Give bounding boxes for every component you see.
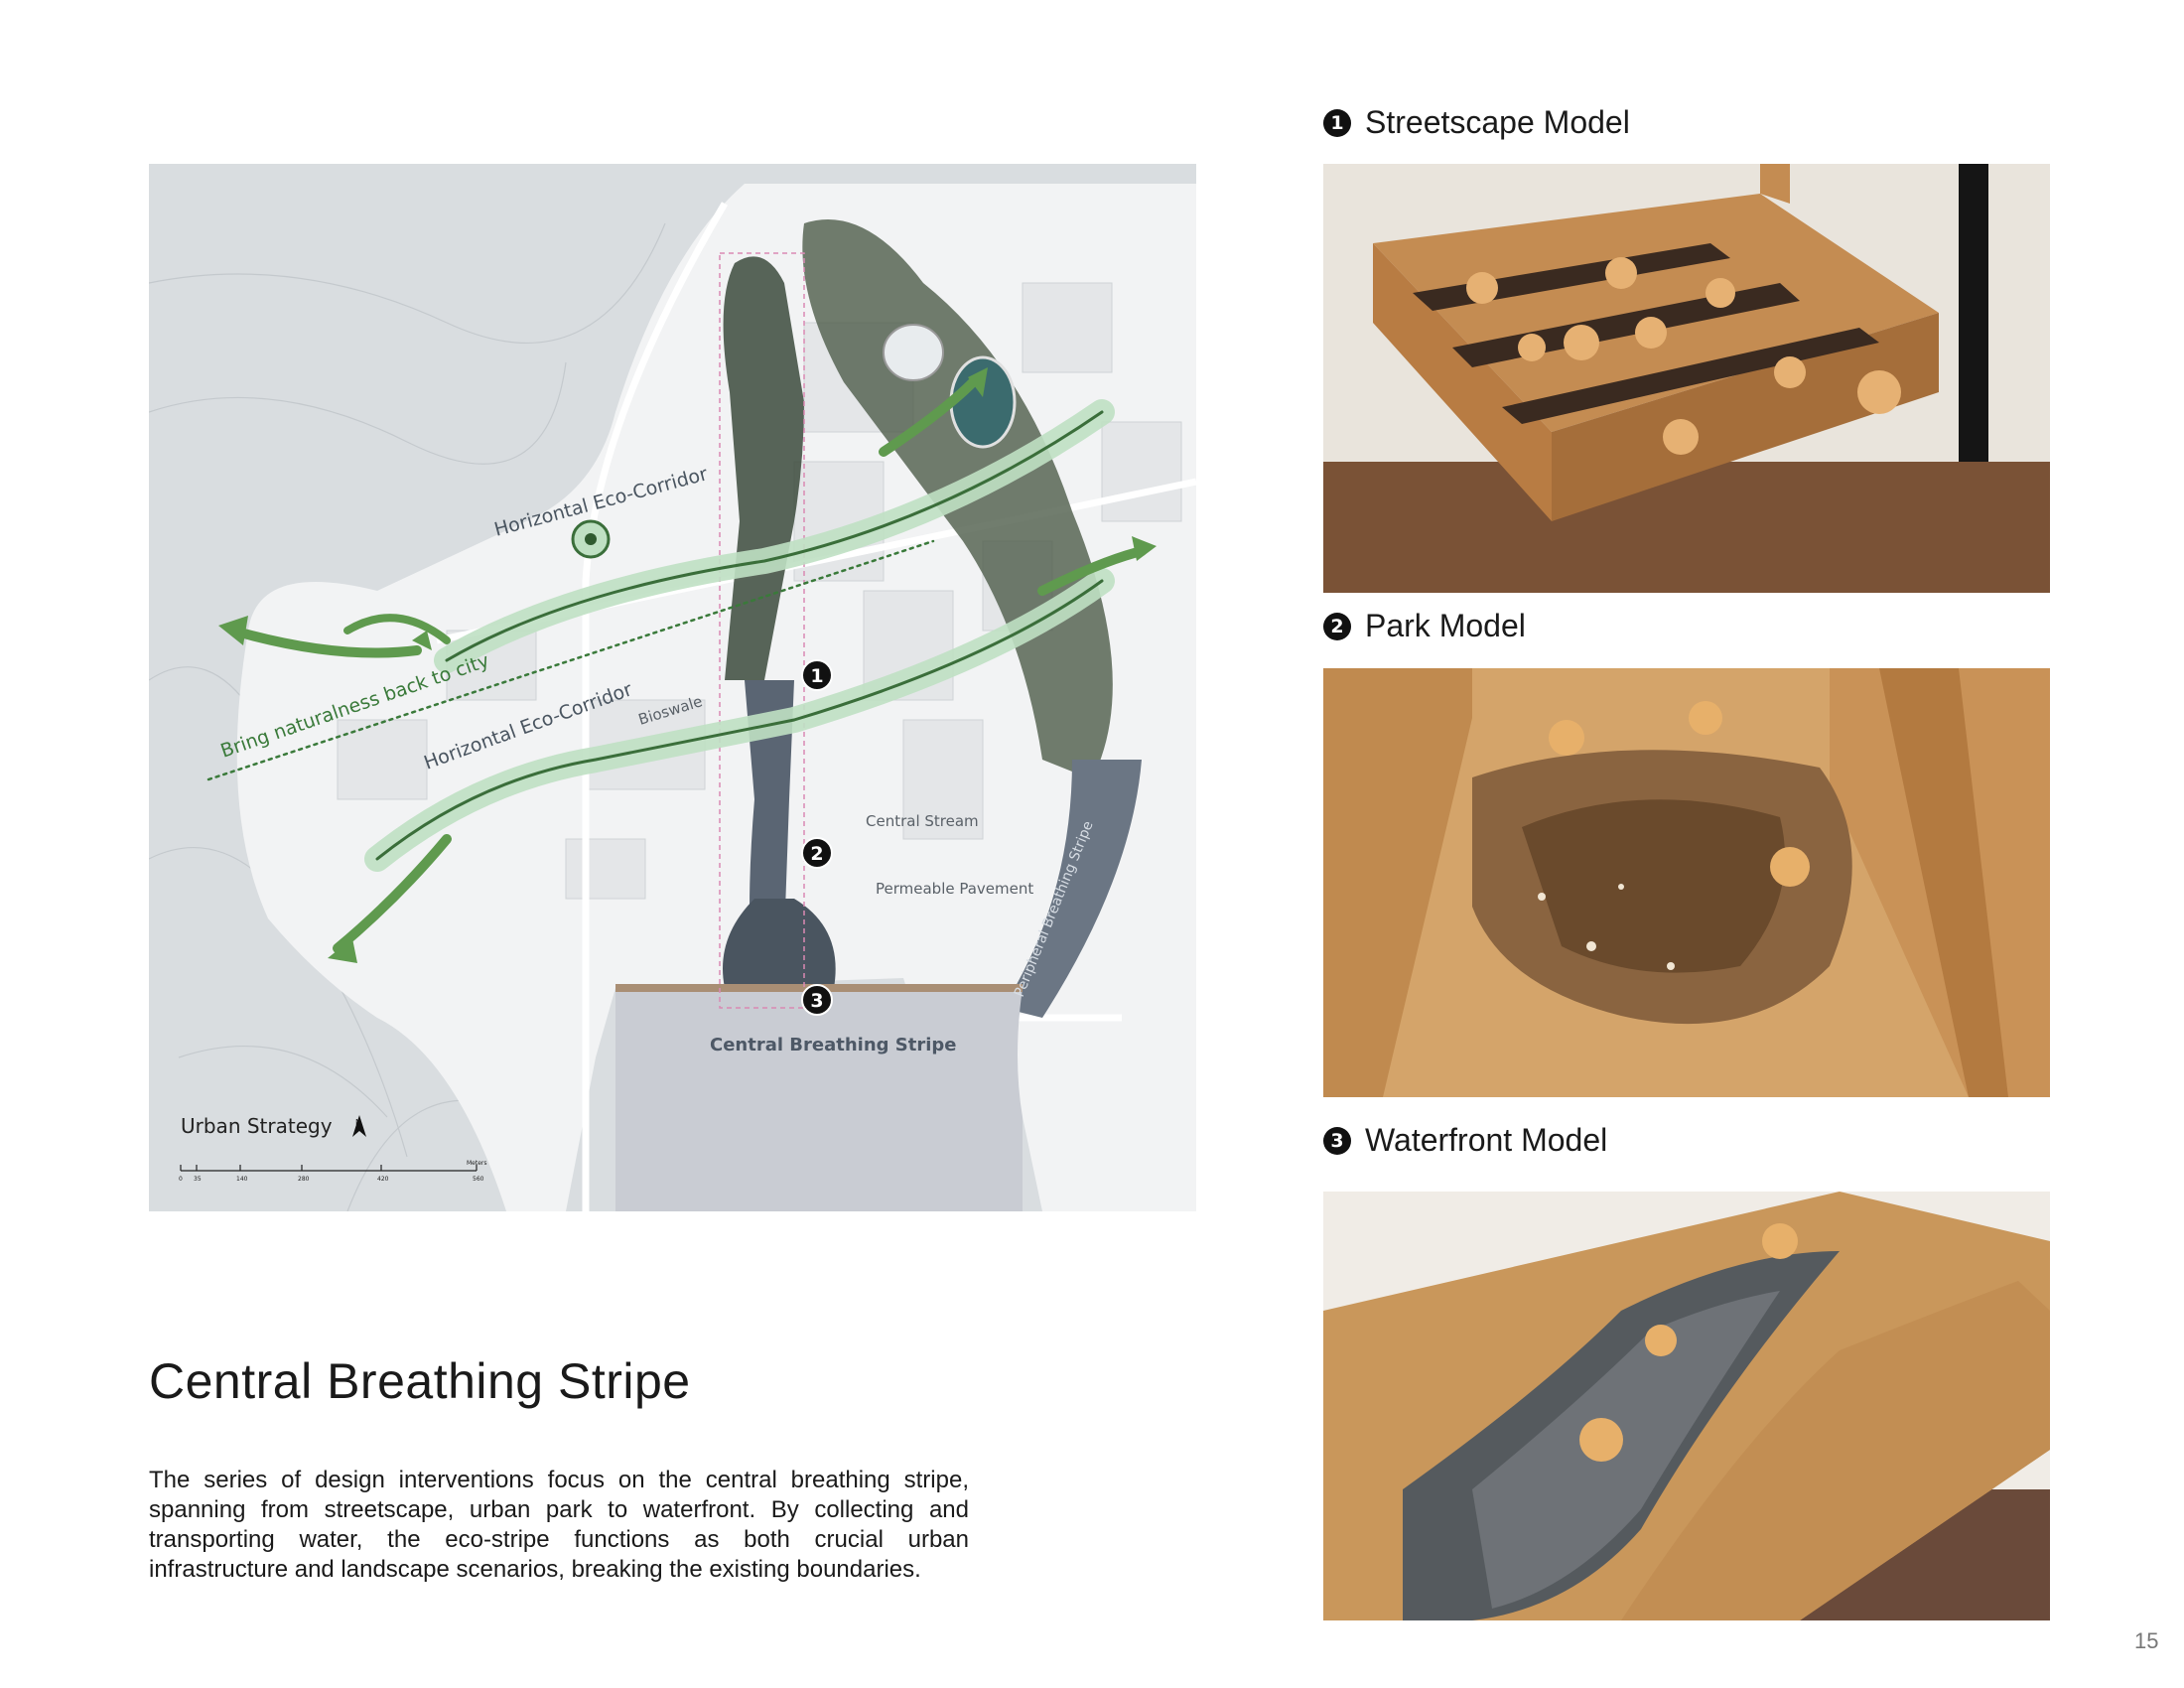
scale-tick-3: 280 bbox=[298, 1176, 310, 1183]
park-model-photo bbox=[1323, 668, 2050, 1097]
scale-tick-4: 420 bbox=[377, 1176, 389, 1183]
streetscape-model-photo bbox=[1323, 164, 2050, 593]
svg-text:2: 2 bbox=[810, 843, 823, 865]
scale-tick-1: 35 bbox=[194, 1176, 202, 1183]
label-permeable-pavement: Permeable Pavement bbox=[876, 880, 1033, 898]
model-1-number: 1 bbox=[1323, 108, 1351, 137]
map-marker-2: 2 bbox=[801, 837, 833, 869]
model-2-caption: 2 Park Model bbox=[1323, 608, 1526, 644]
label-scale-unit: Meters bbox=[467, 1160, 487, 1167]
model-3-caption: 3 Waterfront Model bbox=[1323, 1122, 1607, 1159]
map-marker-1: 1 bbox=[801, 659, 833, 691]
scale-tick-2: 140 bbox=[236, 1176, 248, 1183]
scale-bar bbox=[180, 1165, 478, 1172]
map-marker-3: 3 bbox=[801, 984, 833, 1016]
model-2-title: Park Model bbox=[1365, 608, 1526, 643]
label-urban-strategy: Urban Strategy bbox=[181, 1114, 333, 1138]
urban-strategy-map: Horizontal Eco-Corridor Horizontal Eco-C… bbox=[149, 164, 1196, 1211]
model-3-number: 3 bbox=[1323, 1126, 1351, 1155]
model-1-title: Streetscape Model bbox=[1365, 104, 1630, 140]
body-paragraph: The series of design interventions focus… bbox=[149, 1467, 969, 1583]
page-title: Central Breathing Stripe bbox=[149, 1353, 691, 1409]
scale-tick-0: 0 bbox=[179, 1176, 183, 1183]
svg-text:1: 1 bbox=[810, 665, 823, 687]
page-number: 15 bbox=[2134, 1628, 2159, 1653]
label-central-breathing-stripe: Central Breathing Stripe bbox=[710, 1035, 957, 1055]
model-3-title: Waterfront Model bbox=[1365, 1122, 1608, 1158]
scale-tick-5: 560 bbox=[473, 1176, 484, 1183]
model-2-number: 2 bbox=[1323, 612, 1351, 640]
model-1-caption: 1 Streetscape Model bbox=[1323, 104, 1630, 141]
north-arrow-icon bbox=[352, 1115, 366, 1137]
label-central-stream: Central Stream bbox=[866, 812, 979, 830]
waterfront-model-photo bbox=[1323, 1192, 2050, 1620]
svg-text:3: 3 bbox=[810, 990, 823, 1012]
